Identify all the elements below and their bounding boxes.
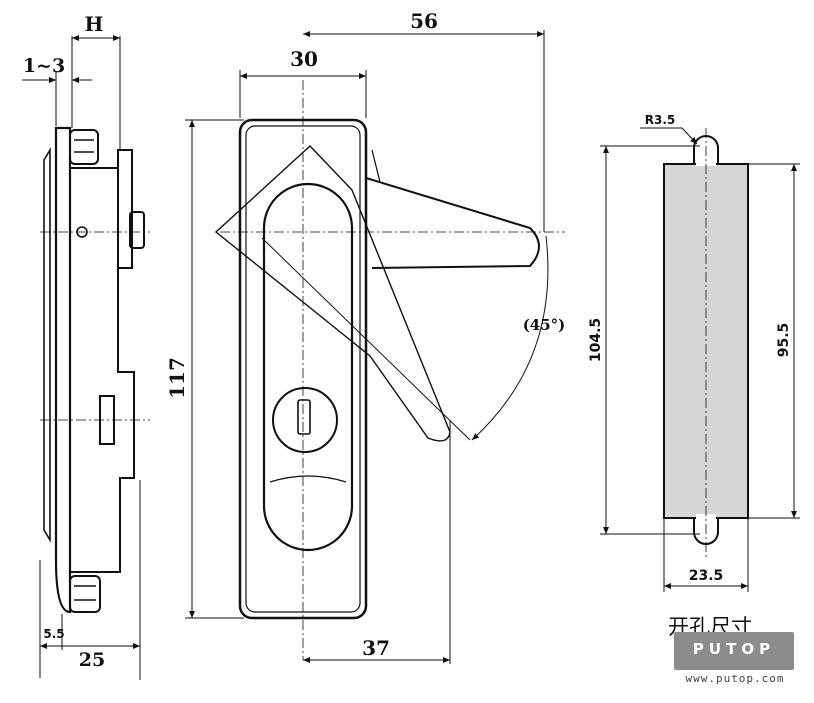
cutout-view: R3.5 104.5 95.5 23.5 开孔尺寸 [588, 113, 800, 639]
side-plate [54, 126, 72, 614]
dim-offset-label: 5.5 [43, 627, 64, 641]
side-knob [129, 211, 145, 249]
dim-total-label: 104.5 [588, 318, 604, 362]
brand-logo: PUTOP [674, 632, 794, 670]
side-handle [117, 149, 133, 269]
dim-h-label: H [85, 12, 104, 36]
handle-lever [365, 177, 540, 269]
dim-depth-label: 25 [79, 649, 105, 671]
dim-angle-label: (45°) [523, 316, 566, 334]
dim-height-label: 117 [165, 357, 189, 399]
top-bolt [69, 129, 99, 165]
brand-logo-text: PUTOP [692, 640, 776, 658]
recess [262, 182, 354, 552]
lock-cylinder [272, 387, 338, 453]
dim-cutout-width-label: 23.5 [689, 568, 724, 584]
keyhole [297, 399, 311, 435]
side-lip [43, 147, 51, 543]
rotated-handle [214, 145, 451, 442]
dim-width-label: 30 [290, 47, 318, 71]
front-view: 30 56 117 37 (45°) [165, 9, 565, 664]
dim-inner-label: 95.5 [776, 323, 792, 358]
radius-label: R3.5 [645, 113, 676, 127]
side-body [69, 167, 135, 573]
brand-url: www.putop.com [685, 672, 785, 685]
bottom-bolt [69, 575, 101, 613]
dim-reach-label: 56 [410, 9, 438, 33]
angle-arc [471, 235, 549, 441]
side-view: H 1~3 25 5.5 [22, 12, 150, 680]
dim-offset-front-label: 37 [362, 636, 390, 660]
dim-gap-label: 1~3 [23, 55, 65, 77]
